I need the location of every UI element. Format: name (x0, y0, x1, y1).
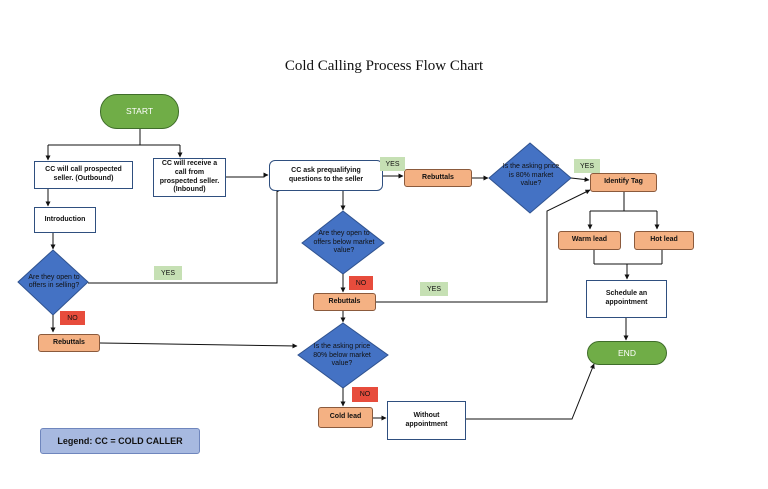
hot-lead-box: Hot lead (634, 231, 694, 250)
identify-tag-box: Identify Tag (590, 173, 657, 192)
without-appointment-box: Without appointment (387, 401, 466, 440)
no-tag-open-below-market: NO (349, 276, 373, 290)
yes-tag-asking-price-top: YES (574, 159, 600, 173)
no-tag-asking-price-mid: NO (352, 387, 378, 402)
cold-lead-box: Cold lead (318, 407, 373, 428)
no-tag-open-selling: NO (60, 311, 85, 325)
asking-price-top-label: Is the asking price is 80% market value? (502, 163, 560, 188)
outbound-call-box: CC will call prospected seller. (Outboun… (34, 161, 133, 189)
schedule-appointment-box: Schedule an appointment (586, 280, 667, 318)
open-below-market-label: Are they open to offers below market val… (313, 230, 375, 255)
rebuttals-left-box: Rebuttals (38, 334, 100, 352)
rebuttals-mid-box: Rebuttals (313, 293, 376, 311)
rebuttals-top-box: Rebuttals (404, 169, 472, 187)
asking-price-mid-label: Is the asking price 80% below market val… (313, 343, 371, 368)
yes-tag-prequalifying: YES (380, 157, 405, 171)
end-terminal: END (587, 341, 667, 365)
start-terminal: START (100, 94, 179, 129)
inbound-call-box: CC will receive a call from prospected s… (153, 158, 226, 197)
legend-box: Legend: CC = COLD CALLER (40, 428, 200, 454)
warm-lead-box: Warm lead (558, 231, 621, 250)
decision-asking-price-top (488, 142, 572, 214)
open-selling-label: Are they open to offers in selling? (28, 273, 80, 289)
prequalifying-box: CC ask prequalifying questions to the se… (269, 160, 383, 191)
introduction-box: Introduction (34, 207, 96, 233)
chart-title: Cold Calling Process Flow Chart (284, 58, 484, 74)
yes-tag-rebuttals-mid: YES (420, 282, 448, 296)
yes-tag-open-selling: YES (154, 266, 182, 280)
